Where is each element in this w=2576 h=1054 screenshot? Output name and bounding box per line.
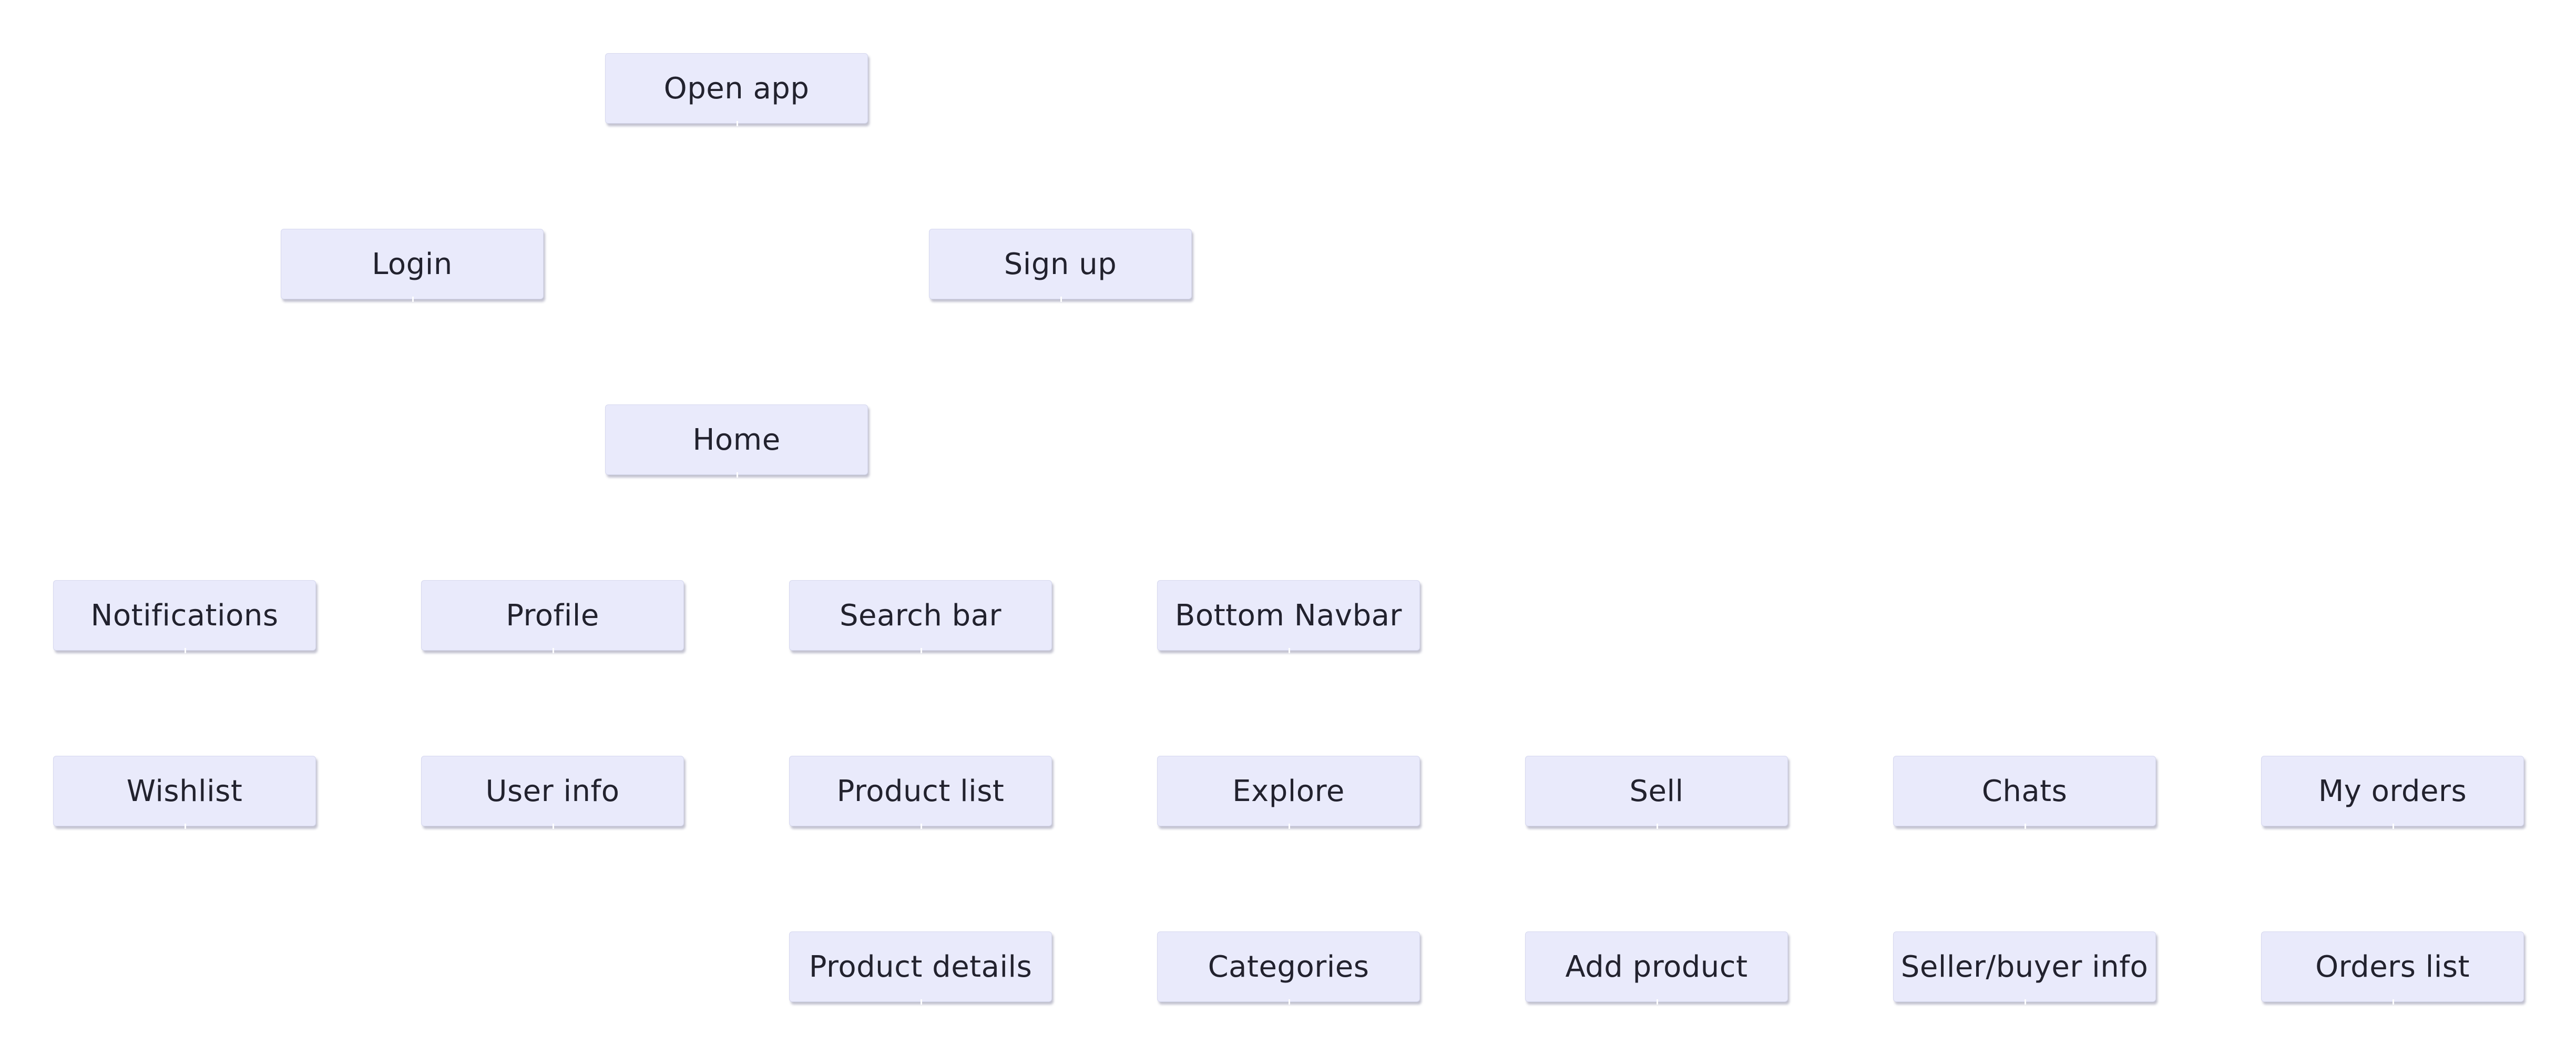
node-my-orders[interactable]: My orders [2261,756,2524,829]
node-sign-up[interactable]: Sign up [929,229,1192,302]
node-product-list[interactable]: Product list [789,756,1052,829]
node-home[interactable]: Home [605,404,868,478]
node-notifications[interactable]: Notifications [53,580,316,653]
node-add-product[interactable]: Add product [1525,931,1788,1005]
node-explore[interactable]: Explore [1157,756,1420,829]
node-sell[interactable]: Sell [1525,756,1788,829]
node-search-bar[interactable]: Search bar [789,580,1052,653]
node-bottom-navbar[interactable]: Bottom Navbar [1157,580,1420,653]
node-product-details[interactable]: Product details [789,931,1052,1005]
node-orders-list[interactable]: Orders list [2261,931,2524,1005]
node-wishlist[interactable]: Wishlist [53,756,316,829]
node-chats[interactable]: Chats [1893,756,2156,829]
node-user-info[interactable]: User info [421,756,684,829]
node-categories[interactable]: Categories [1157,931,1420,1005]
node-profile[interactable]: Profile [421,580,684,653]
node-seller-buyer-info[interactable]: Seller/buyer info [1893,931,2156,1005]
node-open-app[interactable]: Open app [605,53,868,126]
node-login[interactable]: Login [281,229,544,302]
